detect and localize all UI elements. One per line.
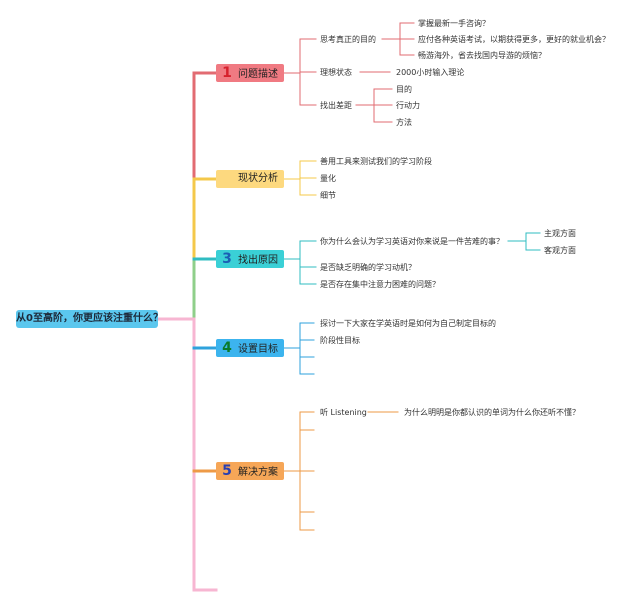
subtopic-exams-jobs[interactable]: 应付各种英语考试，以期获得更多，更好的就业机会？ bbox=[418, 35, 610, 44]
branch-label: 设置目标 bbox=[238, 344, 278, 355]
branch-solutions[interactable]: 5 解决方案 bbox=[216, 462, 284, 480]
branch-status-analysis[interactable]: 现状分析 bbox=[216, 170, 284, 188]
topic-use-tools[interactable]: 善用工具来测试我们的学习阶段 bbox=[320, 157, 432, 166]
topic-find-gap[interactable]: 找出差距 bbox=[320, 101, 352, 110]
topic-ideal-state[interactable]: 理想状态 bbox=[320, 68, 352, 77]
branch-set-goals[interactable]: 4 设置目标 bbox=[216, 339, 284, 357]
subtopic-2000-hours[interactable]: 2000小时输入理论 bbox=[396, 68, 465, 77]
topic-attention[interactable]: 是否存在集中注意力困难的问题？ bbox=[320, 280, 440, 289]
topic-discuss-goals[interactable]: 探讨一下大家在学英语时是如何为自己制定目标的 bbox=[320, 319, 496, 328]
root-node[interactable]: 从0至高阶，你更应该注重什么？ bbox=[16, 310, 163, 328]
topic-stage-goals[interactable]: 阶段性目标 bbox=[320, 336, 360, 345]
branch-number: 1 bbox=[222, 65, 232, 81]
topic-quantify[interactable]: 量化 bbox=[320, 174, 336, 183]
branch-find-reasons[interactable]: 3 找出原因 bbox=[216, 250, 284, 268]
branch-problem-description[interactable]: 1 问题描述 bbox=[216, 64, 284, 82]
subtopic-travel-abroad[interactable]: 畅游海外，省去找国内导游的烦恼？ bbox=[418, 51, 546, 60]
branch-number: 4 bbox=[222, 340, 232, 356]
branch-label: 问题描述 bbox=[238, 69, 278, 80]
topic-listening[interactable]: 听 Listening bbox=[320, 408, 367, 417]
subtopic-objective[interactable]: 客观方面 bbox=[544, 246, 576, 255]
branch-number: 3 bbox=[222, 251, 232, 267]
branch-label: 解决方案 bbox=[238, 467, 278, 478]
subtopic-method[interactable]: 方法 bbox=[396, 118, 412, 127]
subtopic-subjective[interactable]: 主观方面 bbox=[544, 229, 576, 238]
topic-details[interactable]: 细节 bbox=[320, 191, 336, 200]
subtopic-why-not-understand[interactable]: 为什么明明是你都认识的单词为什么你还听不懂？ bbox=[404, 408, 580, 417]
branch-number: 5 bbox=[222, 463, 232, 479]
branch-label: 找出原因 bbox=[238, 255, 278, 266]
branch-label: 现状分析 bbox=[238, 173, 278, 184]
topic-why-difficult[interactable]: 你为什么会认为学习英语对你来说是一件苦难的事？ bbox=[320, 237, 504, 246]
subtopic-purpose[interactable]: 目的 bbox=[396, 85, 412, 94]
topic-motivation[interactable]: 是否缺乏明确的学习动机？ bbox=[320, 263, 416, 272]
subtopic-latest-info[interactable]: 掌握最新一手咨询？ bbox=[418, 19, 490, 28]
subtopic-action[interactable]: 行动力 bbox=[396, 101, 420, 110]
topic-real-purpose[interactable]: 思考真正的目的 bbox=[320, 35, 376, 44]
